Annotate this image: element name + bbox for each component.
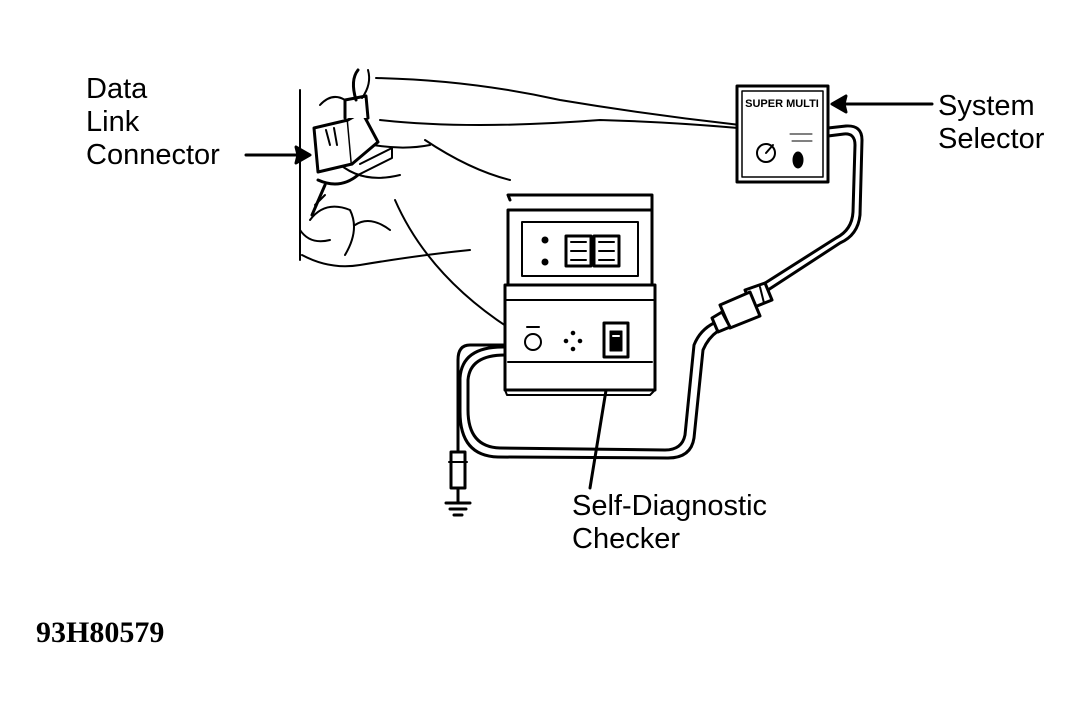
self-diagnostic-checker-label-line-1: Self-Diagnostic bbox=[572, 490, 768, 522]
self-diagnostic-checker-label: Self-Diagnostic Checker bbox=[572, 490, 767, 556]
data-link-connector-label: Data Link Connector bbox=[86, 73, 220, 172]
selector-cable bbox=[760, 124, 864, 292]
self-diagnostic-checker-label-line-2: Checker bbox=[572, 523, 680, 555]
data-link-connector-label-line-2: Link bbox=[86, 106, 140, 138]
system-selector-label-line-1: System bbox=[938, 90, 1035, 122]
system-selector-label: System Selector bbox=[938, 90, 1044, 156]
data-link-connector-shape bbox=[310, 68, 393, 217]
checker-cable-loop bbox=[458, 321, 720, 460]
data-link-connector-label-line-1: Data bbox=[86, 73, 148, 105]
figure-id: 93H80579 bbox=[36, 616, 165, 649]
system-selector-box bbox=[735, 84, 830, 184]
inline-connector bbox=[710, 281, 774, 334]
data-link-connector-label-line-3: Connector bbox=[86, 139, 220, 171]
self-diagnostic-checker-shape bbox=[503, 193, 657, 396]
selector-panel-text: SUPER MULTI bbox=[745, 98, 819, 110]
ground-lead bbox=[444, 343, 507, 517]
system-selector-label-line-2: Selector bbox=[938, 123, 1045, 155]
